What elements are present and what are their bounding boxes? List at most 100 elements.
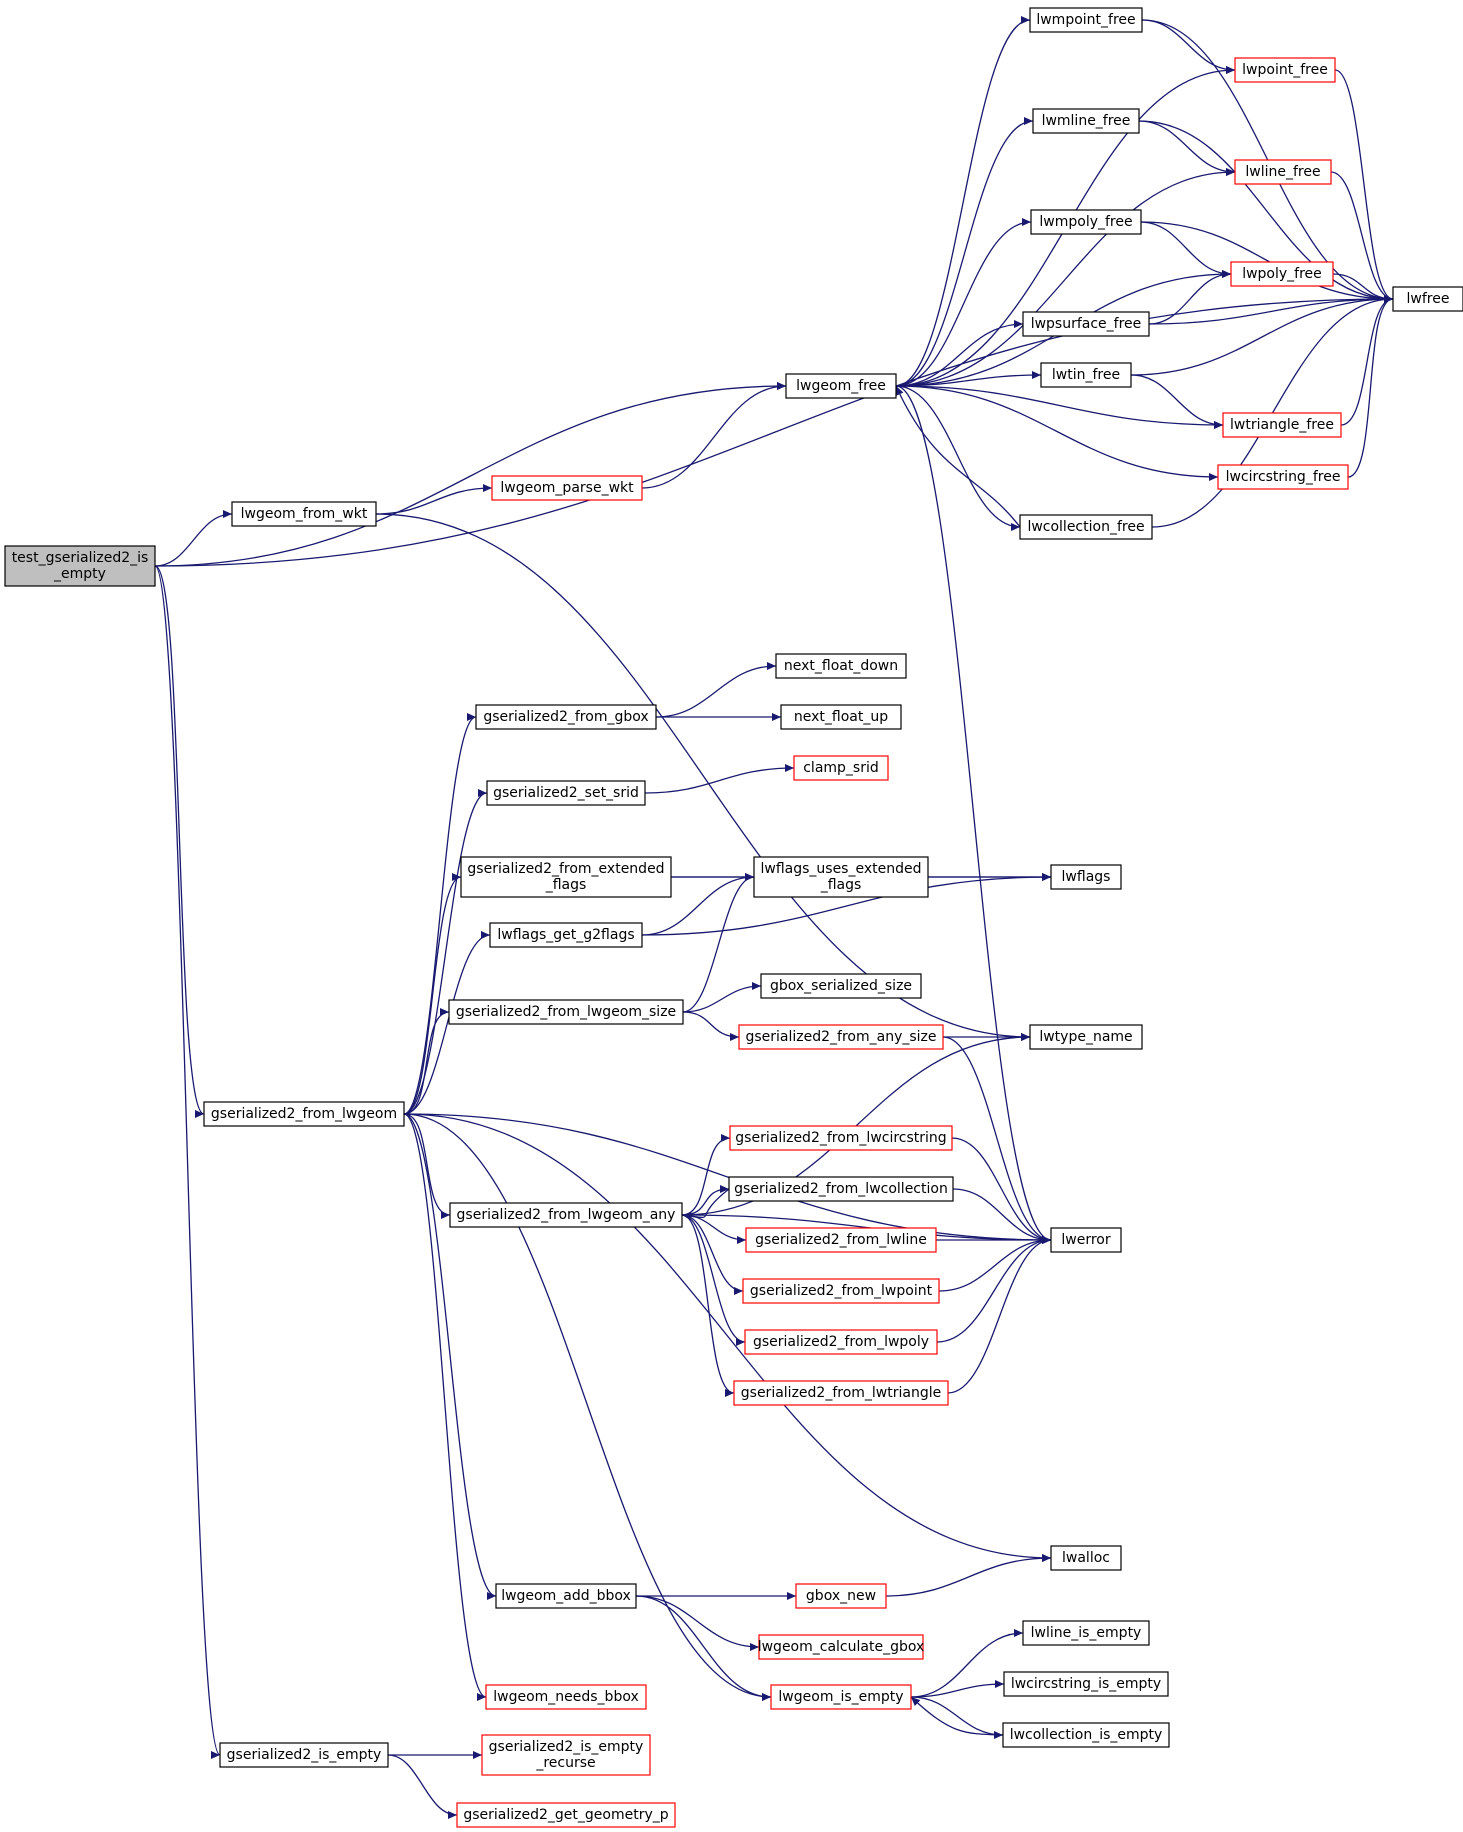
node-lwtype-name[interactable]: lwtype_name [1029,1024,1143,1050]
node-lwalloc[interactable]: lwalloc [1050,1545,1122,1571]
call-edge [1347,295,1394,478]
node-box [1022,1620,1150,1646]
node-lwpoint-free[interactable]: lwpoint_free [1234,57,1336,83]
node-lwcircstring-free[interactable]: lwcircstring_free [1217,464,1349,490]
node-gserialized2-from-lwgeom[interactable]: gserialized2_from_lwgeom [203,1101,405,1127]
node-box [1230,261,1334,287]
node-label: lwalloc [1062,1550,1110,1566]
node-next-float-down[interactable]: next_float_down [775,653,907,679]
node-box [1217,464,1349,490]
call-edge [681,1214,746,1347]
node-label: gserialized2_is_empty [227,1747,382,1763]
node-label: lwtype_name [1039,1029,1132,1045]
node-lwgeom-from-wkt[interactable]: lwgeom_from_wkt [231,501,377,527]
node-box [1019,514,1153,540]
node-gserialized2-is-empty-recurse[interactable]: gserialized2_is_empty_recurse [481,1734,651,1776]
node-lwflags-uses-extended-flags[interactable]: lwflags_uses_extended_flags [753,856,929,898]
node-lwline-free[interactable]: lwline_free [1234,159,1332,185]
node-gserialized2-from-lwcollection[interactable]: gserialized2_from_lwcollection [728,1176,954,1202]
node-lwgeom-parse-wkt[interactable]: lwgeom_parse_wkt [491,475,643,501]
node-lwgeom-add-bbox[interactable]: lwgeom_add_bbox [495,1583,637,1609]
call-edge [1140,221,1394,304]
node-lwtin-free[interactable]: lwtin_free [1040,362,1132,388]
node-gserialized2-set-srid[interactable]: gserialized2_set_srid [486,780,646,806]
call-edge [1334,69,1394,303]
call-edge [403,1113,1052,1563]
node-lwflags[interactable]: lwflags [1050,864,1122,890]
node-gserialized2-from-lwtriangle[interactable]: gserialized2_from_lwtriangle [733,1380,949,1406]
node-lwcollection-is-empty[interactable]: lwcollection_is_empty [1002,1722,1170,1748]
node-gserialized2-from-lwpoly[interactable]: gserialized2_from_lwpoly [744,1329,938,1355]
node-box [1050,1545,1122,1571]
call-edge [895,167,1236,387]
node-label: lwflags_get_g2flags [497,927,634,943]
call-edge [403,873,462,1115]
node-lwmline-free[interactable]: lwmline_free [1032,108,1140,134]
call-edge [895,385,1021,532]
node-gbox-serialized-size[interactable]: gbox_serialized_size [760,973,922,999]
node-gserialized2-from-lwline[interactable]: gserialized2_from_lwline [745,1227,937,1253]
node-lwpoly-free[interactable]: lwpoly_free [1230,261,1334,287]
node-lwflags-get-g2flags[interactable]: lwflags_get_g2flags [489,922,643,948]
node-label: gserialized2_from_lwpoint [750,1283,933,1299]
node-box [456,1802,676,1828]
node-box [738,1024,944,1050]
node-lwgeom-calculate-gbox[interactable]: lwgeom_calculate_gbox [758,1634,925,1660]
node-next-float-up[interactable]: next_float_up [780,704,902,730]
node-lwerror[interactable]: lwerror [1050,1227,1122,1253]
node-label: _recurse [535,1755,595,1771]
node-lwgeom-is-empty[interactable]: lwgeom_is_empty [770,1684,912,1710]
node-label: test_gserialized2_is [12,550,149,566]
node-gserialized2-get-geometry-p[interactable]: gserialized2_get_geometry_p [456,1802,676,1828]
node-box [1022,311,1150,337]
node-label: lwtriangle_free [1230,417,1334,433]
call-edge [1340,294,1394,426]
node-lwmpoly-free[interactable]: lwmpoly_free [1030,209,1142,235]
node-gserialized2-is-empty[interactable]: gserialized2_is_empty [219,1742,389,1768]
node-lwgeom-needs-bbox[interactable]: lwgeom_needs_bbox [485,1684,647,1710]
call-edge [403,1113,487,1701]
node-box [1003,1671,1169,1697]
edge-layer [154,16,1394,1820]
node-label: lwflags [1062,869,1111,885]
node-label: lwerror [1061,1232,1110,1248]
node-label: clamp_srid [803,760,879,776]
node-gserialized2-from-extended-flags[interactable]: gserialized2_from_extended_flags [460,856,672,898]
node-label: lwcollection_is_empty [1010,1727,1163,1743]
node-box [489,922,643,948]
node-lwfree[interactable]: lwfree [1392,286,1463,312]
call-edge [951,1137,1052,1245]
node-lwcollection-free[interactable]: lwcollection_free [1019,514,1153,540]
call-edge [910,1696,1004,1740]
node-gserialized2-from-any-size[interactable]: gserialized2_from_any_size [738,1024,944,1050]
call-edge [936,1235,1052,1343]
node-box [1222,412,1342,438]
node-lwcircstring-is-empty[interactable]: lwcircstring_is_empty [1003,1671,1169,1697]
node-gbox-new[interactable]: gbox_new [795,1583,887,1609]
call-edge [681,1133,731,1216]
node-label: lwgeom_calculate_gbox [758,1639,925,1655]
node-label: _empty [53,566,106,582]
node-gserialized2-from-gbox[interactable]: gserialized2_from_gbox [475,704,657,730]
node-label: _flags [545,877,587,893]
node-gserialized2-from-lwpoint[interactable]: gserialized2_from_lwpoint [742,1278,940,1304]
node-label: lwcollection_free [1027,519,1144,535]
call-edge [1130,294,1394,376]
node-box [1032,108,1140,134]
node-lwgeom-free[interactable]: lwgeom_free [785,373,897,399]
node-clamp-srid[interactable]: clamp_srid [793,755,889,781]
call-edge [1138,120,1394,304]
call-edge [682,1011,740,1042]
node-gserialized2-from-lwgeom-any[interactable]: gserialized2_from_lwgeom_any [449,1202,683,1228]
node-lwline-is-empty[interactable]: lwline_is_empty [1022,1620,1150,1646]
node-lwtriangle-free[interactable]: lwtriangle_free [1222,412,1342,438]
call-edge [681,1188,730,1221]
node-box [1234,57,1336,83]
node-lwmpoint-free[interactable]: lwmpoint_free [1029,7,1143,33]
node-lwpsurface-free[interactable]: lwpsurface_free [1022,311,1150,337]
node-label: gserialized2_from_lwgeom_any [457,1207,676,1223]
node-gserialized2-from-lwgeom-size[interactable]: gserialized2_from_lwgeom_size [448,999,684,1025]
node-box [793,755,889,781]
node-gserialized2-from-lwcircstring[interactable]: gserialized2_from_lwcircstring [729,1125,953,1151]
node-box [780,704,902,730]
